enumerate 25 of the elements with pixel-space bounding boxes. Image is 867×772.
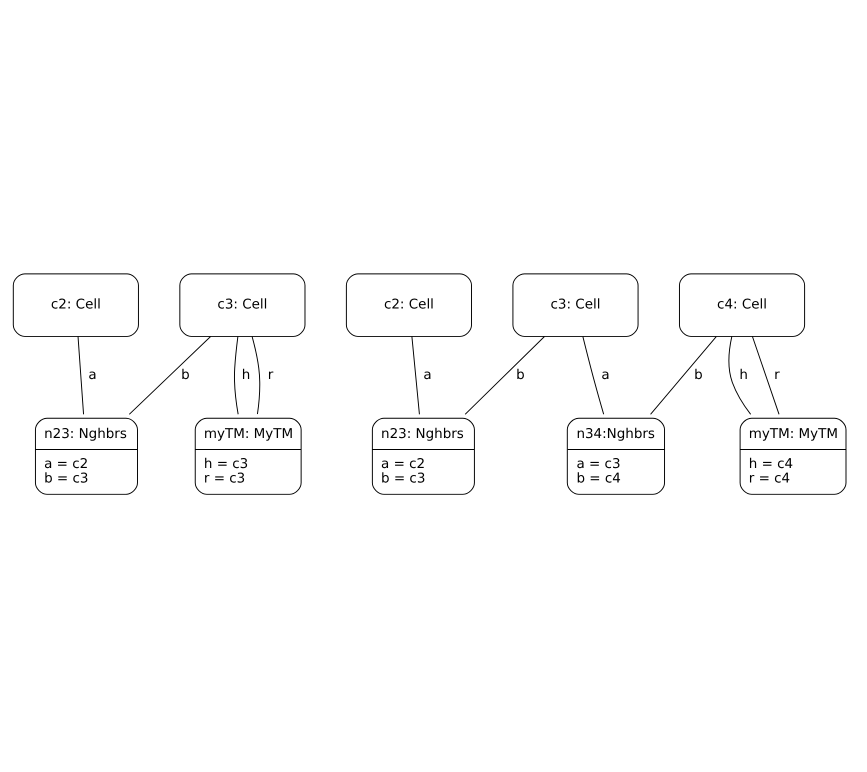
edge-label: b — [694, 366, 703, 383]
node-box: c2: Cell — [12, 273, 139, 337]
connector — [650, 336, 717, 415]
connector — [128, 336, 211, 415]
connector — [78, 336, 84, 415]
connector — [252, 336, 260, 415]
connector — [752, 336, 780, 415]
edge-label: a — [88, 366, 97, 383]
connector — [464, 336, 545, 415]
edge-label: a — [423, 366, 432, 383]
connector — [411, 336, 420, 415]
edge-label: r — [268, 366, 274, 383]
edge-label: h — [739, 366, 748, 383]
connector — [234, 336, 239, 415]
edge-label: r — [774, 366, 780, 383]
edge-label: b — [516, 366, 525, 383]
connector — [728, 336, 752, 415]
node-box: c4: Cell — [678, 273, 806, 337]
node-box: c3: Cell — [512, 273, 639, 337]
edge-label: a — [601, 366, 610, 383]
node-box: c2: Cell — [346, 273, 472, 337]
node-box: c3: Cell — [179, 273, 306, 337]
edge-label: b — [181, 366, 190, 383]
connector — [582, 336, 604, 415]
edge-label: h — [242, 366, 250, 383]
